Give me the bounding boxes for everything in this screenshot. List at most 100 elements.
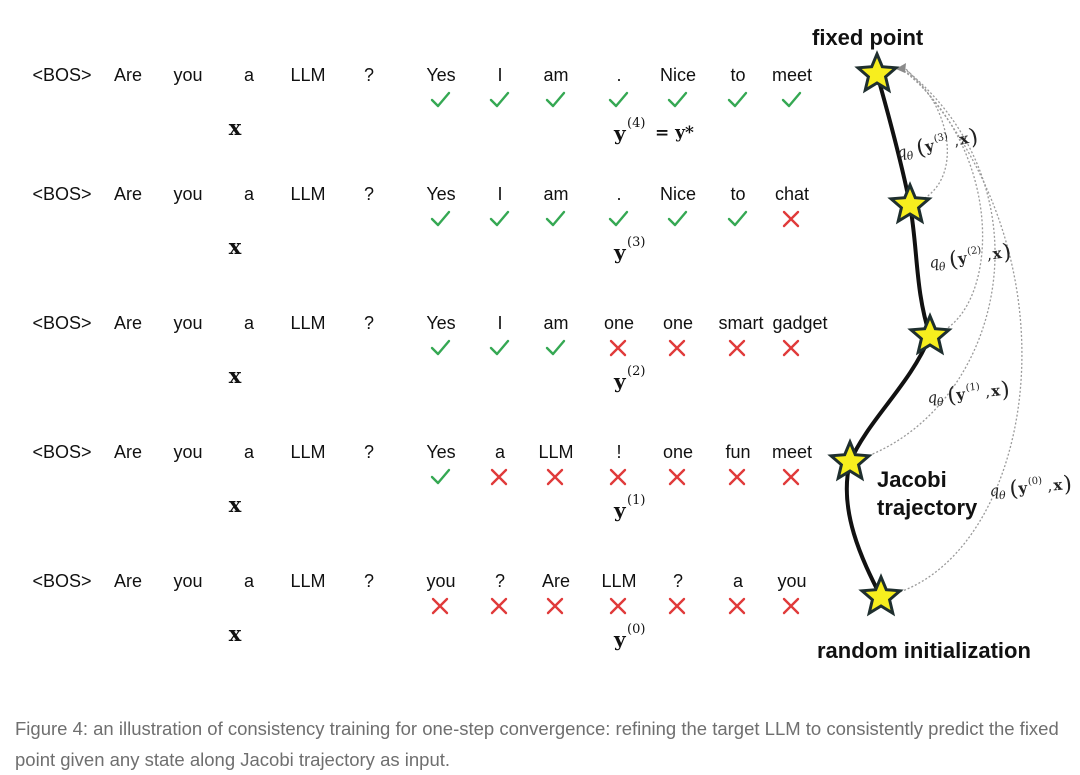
output-token: one <box>663 442 693 462</box>
x-variable: x <box>229 492 242 517</box>
input-token: ? <box>364 65 374 85</box>
input-token: Are <box>114 184 142 204</box>
input-token: ? <box>364 571 374 591</box>
output-token: meet <box>772 442 812 462</box>
input-token: <BOS> <box>32 571 91 591</box>
input-token: LLM <box>290 571 325 591</box>
check-icon <box>667 91 688 108</box>
star-icon <box>858 573 904 617</box>
output-token: smart <box>719 313 764 333</box>
cross-icon <box>546 597 564 615</box>
output-token: Nice <box>660 184 696 204</box>
right-paren: ) <box>1001 240 1013 266</box>
y-superscript: (2) <box>966 245 982 258</box>
output-token: . <box>616 184 621 204</box>
output-token: you <box>426 571 455 591</box>
output-token: Yes <box>426 313 455 333</box>
output-token: Nice <box>660 65 696 85</box>
jacobi-label-line1: Jacobi <box>877 467 947 492</box>
y-symbol: y <box>954 385 967 404</box>
x-variable: x <box>229 115 242 140</box>
input-token: you <box>173 313 202 333</box>
cross-icon <box>609 597 627 615</box>
right-paren: ) <box>1062 472 1073 498</box>
input-token: LLM <box>290 184 325 204</box>
y-variable: y <box>613 627 627 651</box>
input-token: <BOS> <box>32 65 91 85</box>
output-token: LLM <box>538 442 573 462</box>
arrowhead-icon <box>896 63 906 73</box>
q-symbol: q <box>895 142 908 162</box>
output-token: one <box>604 313 634 333</box>
check-icon <box>489 339 510 356</box>
q-theta-label: qθ(y(0),x) <box>989 472 1073 503</box>
output-token: Are <box>542 571 570 591</box>
q-theta-label: qθ(y(1),x) <box>927 377 1011 409</box>
y-superscript: (3) <box>933 131 949 145</box>
output-token: ? <box>673 571 683 591</box>
output-token: to <box>730 65 745 85</box>
cross-icon <box>609 468 627 486</box>
q-theta-label: qθ(y(2),x) <box>928 240 1013 274</box>
output-token: a <box>733 571 744 591</box>
y-state-label: y(3) <box>613 235 645 264</box>
output-token: Yes <box>426 65 455 85</box>
theta-symbol: θ <box>906 149 916 163</box>
consistency-arc <box>849 65 996 463</box>
y-state-label: y(2) <box>613 364 645 393</box>
output-token: am <box>543 65 568 85</box>
consistency-arc <box>896 67 948 206</box>
y-superscript: (0) <box>627 622 645 637</box>
output-token: chat <box>775 184 809 204</box>
cross-icon <box>431 597 449 615</box>
input-token: a <box>244 571 255 591</box>
jacobi-label-line2: trajectory <box>877 495 978 520</box>
star-icon <box>854 50 900 94</box>
cross-icon <box>490 468 508 486</box>
cross-icon <box>782 210 800 228</box>
input-token: a <box>244 313 255 333</box>
output-token: ! <box>616 442 621 462</box>
x-symbol: x <box>990 381 1002 400</box>
right-paren: ) <box>1000 377 1011 403</box>
left-paren: ( <box>946 383 957 409</box>
check-icon <box>667 210 688 227</box>
x-variable: x <box>229 363 242 388</box>
cross-icon <box>546 468 564 486</box>
output-token: am <box>543 184 568 204</box>
check-icon <box>430 91 451 108</box>
y-variable: y <box>613 369 627 393</box>
q-symbol: q <box>928 253 940 272</box>
output-token: meet <box>772 65 812 85</box>
output-token: I <box>497 65 502 85</box>
output-token: gadget <box>772 313 827 333</box>
input-token: <BOS> <box>32 313 91 333</box>
input-token: Are <box>114 65 142 85</box>
left-paren: ( <box>1008 477 1019 503</box>
trajectory-labels: fixed point Jacobi trajectory random ini… <box>812 25 1031 663</box>
input-token: Are <box>114 313 142 333</box>
q-theta-label: qθ(y(3),x) <box>895 124 980 163</box>
y-superscript: (1) <box>965 382 980 394</box>
comma: , <box>952 131 960 150</box>
y-symbol: y <box>956 249 969 268</box>
consistency-arc <box>880 65 1023 598</box>
output-token: you <box>777 571 806 591</box>
check-icon <box>545 91 566 108</box>
y-superscript: (3) <box>627 235 645 250</box>
q-symbol: q <box>989 481 1000 500</box>
q-symbol: q <box>927 388 938 407</box>
output-token: . <box>616 65 621 85</box>
q-theta-labels: qθ(y(3),x)qθ(y(2),x)qθ(y(1),x)qθ(y(0),x) <box>895 124 1073 503</box>
y-variable: y <box>613 121 627 145</box>
y-state-label: y(1) <box>613 493 645 522</box>
output-token: Yes <box>426 442 455 462</box>
theta-symbol: θ <box>936 395 944 409</box>
input-token: a <box>244 184 255 204</box>
check-icon <box>608 91 629 108</box>
input-token: <BOS> <box>32 184 91 204</box>
